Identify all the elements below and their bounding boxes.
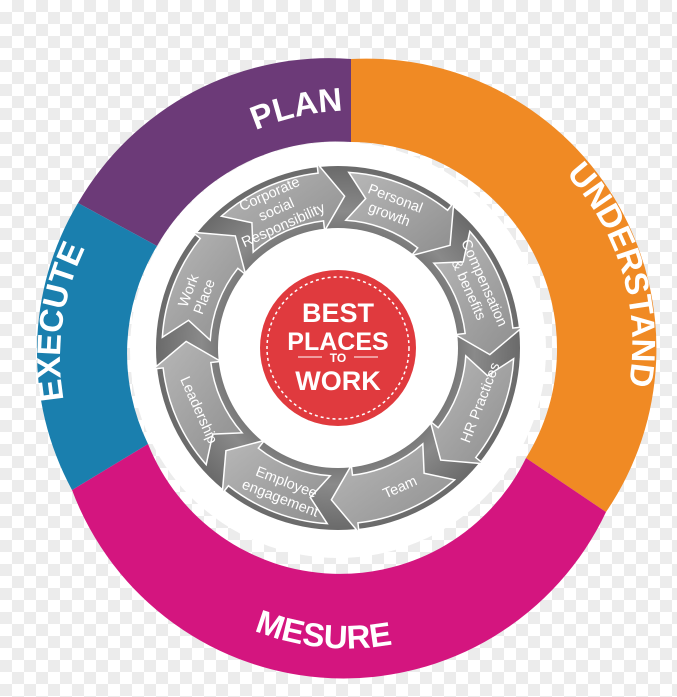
badge-line-to: TO	[330, 351, 346, 365]
badge-circle	[260, 270, 416, 426]
ring-segment-understand	[351, 58, 657, 513]
arrow-personal	[344, 171, 455, 257]
best-places-badge: BEST PLACES TO WORK	[260, 270, 416, 426]
badge-line-work: WORK	[295, 366, 381, 396]
arrow-compensation	[432, 229, 526, 356]
arrow-workplace	[161, 231, 247, 342]
arrow-employee	[221, 439, 332, 525]
ring-segment-plan	[78, 58, 351, 247]
arrow-corporate	[219, 160, 346, 254]
arrow-hr	[429, 354, 515, 465]
arrow-team	[330, 442, 457, 536]
ring-segment-execute	[36, 203, 157, 490]
badge-line-best: BEST	[302, 298, 375, 328]
arrow-leadership	[150, 340, 244, 467]
ring-segment-mesure	[72, 444, 606, 679]
badge-stitch	[266, 276, 410, 420]
badge-line-places: PLACES	[287, 328, 388, 356]
